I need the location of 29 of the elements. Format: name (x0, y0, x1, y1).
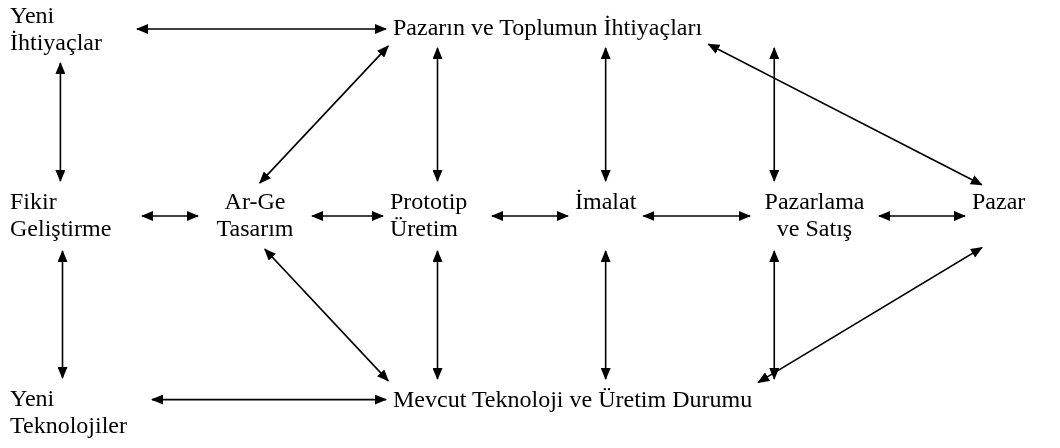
double-arrow (264, 248, 389, 382)
stage-label: Pazar (972, 188, 1026, 244)
stage-label: Pazarın ve Toplumun İhtiyaçları (393, 14, 703, 41)
stage-label: Ar-Ge Tasarım (205, 188, 305, 244)
stage-label: Pazarlama ve Satış (757, 188, 872, 244)
double-arrow (600, 47, 611, 182)
double-arrow (600, 250, 611, 380)
stage-label: İmalat (575, 188, 637, 244)
double-arrow (491, 211, 569, 221)
double-arrow (432, 250, 443, 380)
double-arrow (259, 45, 389, 184)
stage-label: Yeni İhtiyaçlar (10, 2, 130, 56)
double-arrow (757, 246, 983, 384)
double-arrow (769, 250, 780, 380)
stage-label: Mevcut Teknoloji ve Üretim Durumu (393, 386, 753, 413)
double-arrow (769, 47, 780, 182)
double-arrow (878, 211, 966, 221)
double-arrow (57, 250, 68, 379)
stage-label: Fikir Geliştirme (10, 188, 135, 244)
double-arrow (707, 43, 983, 186)
double-arrow (55, 62, 66, 182)
double-arrow (151, 394, 387, 405)
double-arrow (136, 24, 387, 34)
stage-label: Yeni Teknolojiler (10, 385, 145, 439)
double-arrow (141, 211, 199, 221)
double-arrow (642, 211, 751, 221)
stage-label: Prototip Üretim (390, 188, 485, 244)
double-arrow (311, 211, 384, 221)
double-arrow (432, 47, 443, 182)
